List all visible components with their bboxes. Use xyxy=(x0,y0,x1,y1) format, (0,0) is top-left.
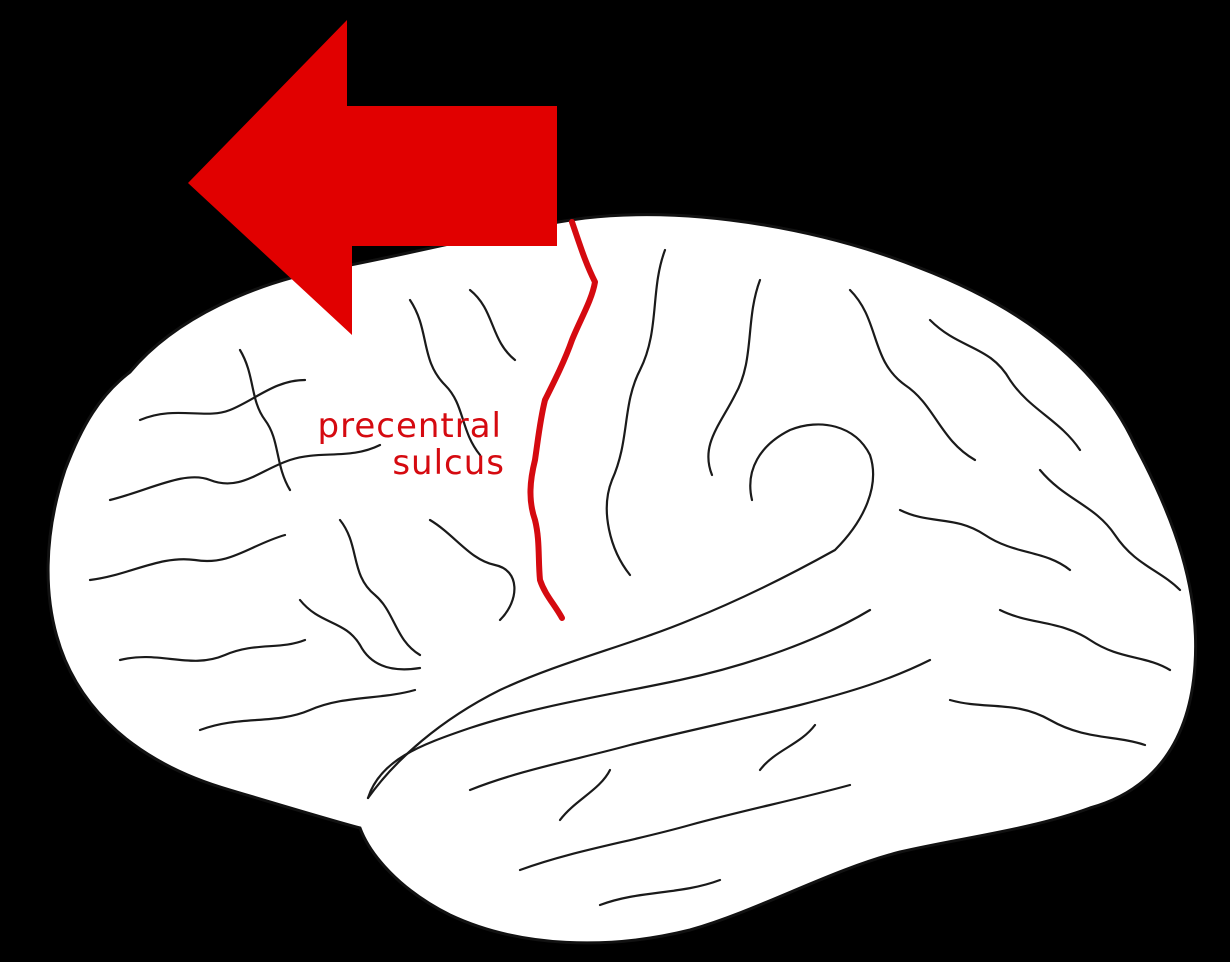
brain-outline xyxy=(46,213,1198,945)
temporal-sulcus-3 xyxy=(598,878,722,907)
frontal-sulcus-5 xyxy=(198,688,417,732)
postcentral-sulcus xyxy=(707,278,762,477)
frontal-sulcus-8 xyxy=(408,298,482,457)
frontal-sulcus-1 xyxy=(138,378,307,422)
parietal-sulcus-1 xyxy=(848,288,977,462)
frontal-sulcus-10 xyxy=(298,598,422,671)
temporal-sulcus-5 xyxy=(758,723,817,772)
frontal-sulcus-9 xyxy=(468,288,517,362)
frontal-sulcus-2 xyxy=(108,443,382,502)
occipital-sulcus-2 xyxy=(1038,468,1182,592)
inferior-temporal-sulcus xyxy=(518,783,852,872)
superior-temporal-sulcus xyxy=(468,658,932,792)
frontal-sulcus-4 xyxy=(118,638,307,662)
label-line-2: sulcus xyxy=(392,443,505,483)
temporal-border xyxy=(366,608,872,800)
parietal-sulcus-2 xyxy=(928,318,1082,452)
occipital-sulcus-1 xyxy=(998,608,1172,672)
parietal-sulcus-3 xyxy=(898,508,1072,572)
temporal-sulcus-4 xyxy=(558,768,612,822)
central-sulcus xyxy=(605,248,667,577)
lateral-fissure xyxy=(366,423,875,800)
frontal-sulcus-11 xyxy=(428,518,516,622)
left-arrow-icon xyxy=(188,20,557,335)
arrow-shape xyxy=(188,20,557,335)
frontal-sulcus-3 xyxy=(88,533,287,582)
frontal-sulcus-7 xyxy=(338,518,422,657)
frontal-sulcus-6 xyxy=(238,348,292,492)
occipital-sulcus-3 xyxy=(948,698,1147,747)
precentral-sulcus-highlight xyxy=(527,219,598,621)
label-line-1: precentral xyxy=(318,406,502,446)
